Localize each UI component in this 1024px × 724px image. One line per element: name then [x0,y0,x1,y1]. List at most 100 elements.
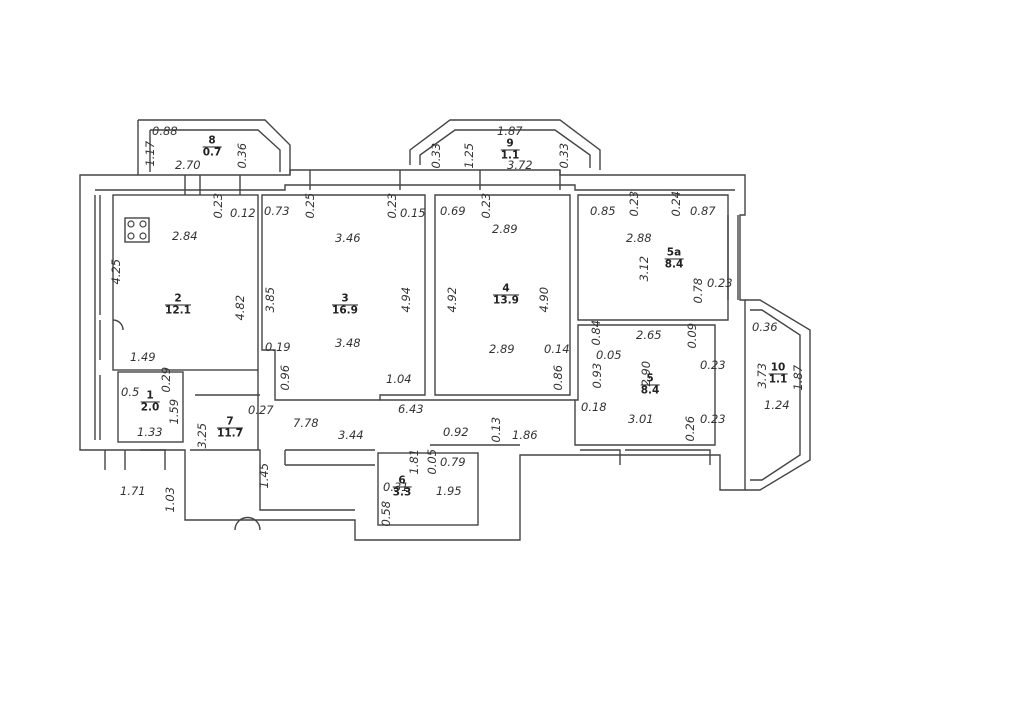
dim-label: 0.33 [557,142,572,169]
dim-label: 4.82 [233,294,248,321]
dim-label: 0.23 [211,192,226,219]
room-5a-outline [577,194,729,321]
dim-label: 0.23 [479,192,494,219]
dim-label: 3.85 [263,286,278,313]
dim-label: 1.25 [462,142,477,169]
room-6-outline [377,452,479,526]
dim-label: 0.19 [265,340,291,354]
dim-label: 0.58 [379,500,394,527]
dim-label: 0.15 [400,206,426,220]
dim-label: 0.84 [589,319,604,346]
dim-label: 0.36 [235,142,250,169]
dim-label: 7.78 [293,416,319,430]
dim-label: 0.27 [248,403,274,417]
dim-label: 0.93 [590,362,605,389]
dim-label: 2.88 [626,231,652,245]
dim-label: 0.13 [489,416,504,443]
dim-label: 2.65 [636,328,662,342]
balcony-8 [137,119,291,175]
dim-label: 0.88 [152,124,178,138]
dim-label: 3.01 [628,412,654,426]
dim-label: 1.95 [436,484,462,498]
dim-label: 0.86 [551,364,566,391]
dim-label: 1.33 [137,425,163,439]
dim-label: 0.87 [690,204,716,218]
room-4-outline [434,194,571,396]
dim-label: 3.12 [637,255,652,282]
dim-label: 6.43 [398,402,424,416]
dim-label: 1.45 [257,462,272,489]
balcony-9 [409,119,601,170]
dim-label: 1.87 [791,364,806,391]
dim-label: 0.25 [303,192,318,219]
dim-label: 0.24 [669,190,684,217]
dim-label: 0.78 [691,277,706,304]
room-2-outline [112,194,259,371]
dim-label: 0.23 [627,190,642,217]
dim-label: 0.33 [429,142,444,169]
dim-label: 3.46 [335,231,361,245]
dim-label: 3.72 [507,158,533,172]
dim-label: 0.73 [264,204,290,218]
dim-label: 0.12 [230,206,256,220]
dim-label: 4.90 [537,286,552,313]
dim-label: 1.04 [386,372,412,386]
dim-label: 0.18 [581,400,607,414]
dim-label: 1.87 [497,124,523,138]
dim-label: 0.36 [752,320,778,334]
dim-label: 2.70 [175,158,201,172]
dim-label: 4.92 [445,286,460,313]
dim-label: 1.24 [764,398,790,412]
dim-label: 0.09 [685,322,700,349]
dim-label: 0.69 [440,204,466,218]
dim-label: 4.25 [109,258,124,285]
balcony-10 [745,299,811,491]
dim-label: 2.84 [172,229,198,243]
dim-label: 0.23 [700,358,726,372]
dim-label: 0.23 [707,276,733,290]
dim-label: 3.44 [338,428,364,442]
dim-label: 3.48 [335,336,361,350]
dim-label: 1.86 [512,428,538,442]
outer-wall [79,169,746,541]
dim-label: 0.85 [590,204,616,218]
dim-label: 3.25 [195,422,210,449]
room-7-outline [190,370,355,511]
dim-label: 0.14 [544,342,570,356]
dim-label: 1.03 [163,486,178,513]
dim-label: 0.05 [596,348,622,362]
dim-label: 2.90 [639,360,654,387]
dim-label: 0.31 [383,480,409,494]
dim-label: 0.05 [425,448,440,475]
dim-label: 4.94 [399,286,414,313]
dim-label: 1.49 [130,350,156,364]
room-1-outline [117,371,184,443]
dim-label: 0.92 [443,425,469,439]
dim-label: 2.89 [492,222,518,236]
dim-label: 1.17 [143,140,158,167]
dim-label: 0.96 [278,364,293,391]
corridor-outline [285,399,575,466]
dim-label: 0.5 [121,385,140,399]
dim-label: 1.81 [407,448,422,475]
dim-label: 0.79 [440,455,466,469]
dim-label: 0.26 [683,415,698,442]
dim-label: 1.71 [120,484,146,498]
dim-label: 2.89 [489,342,515,356]
dim-label: 0.23 [700,412,726,426]
dim-label: 1.59 [167,398,182,425]
dim-label: 0.23 [385,192,400,219]
dim-label: 0.29 [159,366,174,393]
